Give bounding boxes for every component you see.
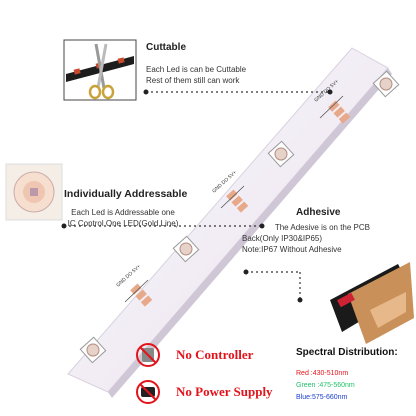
copper-pads bbox=[226, 189, 249, 213]
copper-pads bbox=[328, 100, 351, 124]
addressable-title: Individually Addressable bbox=[64, 188, 188, 200]
led-chip bbox=[79, 336, 107, 364]
led-chip bbox=[267, 140, 295, 168]
spectral-red: Red :430-510nm bbox=[296, 370, 349, 377]
spectral-blue: Blue:575-660nm bbox=[296, 394, 348, 401]
scissors-photo bbox=[63, 39, 137, 101]
adhesive-line1: The Adesive is on the PCB bbox=[274, 223, 370, 232]
spectral-list: Red :430-510nm Green :475-560nm Blue:575… bbox=[296, 368, 355, 404]
addressable-line1: Each Led is Addressable one bbox=[71, 208, 175, 217]
no-power-supply-label: No Power Supply bbox=[176, 384, 273, 399]
power-supply-icon bbox=[136, 380, 160, 404]
cuttable-desc: Each Led is can be Cuttable Rest of them… bbox=[146, 64, 246, 86]
no-controller-label: No Controller bbox=[176, 347, 254, 362]
adhesive-desc: The Adesive is on the PCB Back(Only IP30… bbox=[240, 222, 370, 255]
led-chip bbox=[372, 70, 400, 98]
copper-pads bbox=[130, 283, 153, 307]
adhesive-line3: Note:IP67 Without Adhesive bbox=[242, 245, 342, 254]
adhesive-title: Adhesive bbox=[296, 207, 341, 218]
led-chip-photo bbox=[5, 163, 63, 221]
addressable-line2: IC Control One LED(Gold Line) bbox=[67, 219, 179, 228]
cuttable-title: Cuttable bbox=[146, 42, 186, 53]
adhesive-photo bbox=[330, 262, 414, 344]
cuttable-line2: Rest of them still can work bbox=[146, 76, 240, 85]
cuttable-line1: Each Led is can be Cuttable bbox=[146, 65, 247, 74]
spectral-green: Green :475-560nm bbox=[296, 382, 355, 389]
spectral-title: Spectral Distribution: bbox=[296, 347, 398, 358]
addressable-desc: Each Led is Addressable one IC Control O… bbox=[58, 207, 188, 229]
controller-icon bbox=[136, 343, 160, 367]
led-chip bbox=[172, 235, 200, 263]
adhesive-line2: Back(Only IP30&IP65) bbox=[242, 234, 323, 243]
